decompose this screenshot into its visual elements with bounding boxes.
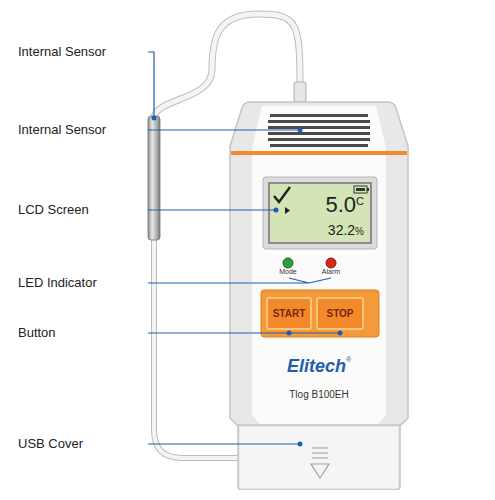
button-label: START — [273, 308, 306, 319]
leader-dots — [152, 116, 343, 447]
grip-line — [312, 452, 328, 453]
lcd-frame — [263, 177, 377, 249]
strain-relief — [294, 82, 306, 102]
grip-line — [312, 447, 328, 448]
usb-cover — [240, 427, 398, 488]
leader-dot — [298, 128, 303, 133]
cable-outline — [154, 238, 240, 458]
callout-label: Button — [18, 325, 56, 341]
leader-dot — [338, 331, 343, 336]
check-icon — [274, 187, 290, 202]
battery-tip — [367, 188, 369, 191]
humidity-unit: % — [355, 226, 364, 237]
model-name: Tlog B100EH — [289, 389, 348, 400]
brand-name: Elitech — [287, 356, 346, 376]
cover-grip — [312, 448, 328, 458]
leader-dot — [274, 208, 279, 213]
button-label: STOP — [326, 308, 353, 319]
open-arrow — [311, 464, 329, 478]
leader-line — [148, 278, 331, 283]
leader-dot — [152, 116, 157, 121]
led-label: Mode — [279, 267, 297, 276]
temperature-unit: C — [356, 195, 364, 207]
vent-slat — [268, 132, 370, 135]
vent-slat — [268, 138, 370, 141]
lcd-screen: 5.0C 32.2% — [268, 182, 372, 244]
grip-line — [312, 457, 328, 458]
temperature-reading: 5.0 — [325, 192, 356, 217]
cover-seam — [238, 424, 400, 426]
lcd-humidity-row: 32.2% — [328, 222, 364, 240]
arrow-icon — [285, 207, 290, 214]
callout-label: Internal Sensor — [18, 44, 106, 60]
leader-dot — [298, 442, 303, 447]
leader-line — [148, 209, 276, 210]
button-panel — [261, 290, 379, 337]
leader-line — [148, 443, 300, 444]
housing-outline — [228, 100, 410, 490]
logger-housing: Elitech® Tlog B100EH 5.0C 32.2% START STOP — [228, 100, 410, 490]
lcd-temp-row: 5.0C — [325, 194, 364, 218]
leader-dot — [287, 331, 292, 336]
callout-label: USB Cover — [18, 436, 83, 452]
stop-button: STOP — [316, 297, 364, 330]
mode-led — [283, 258, 293, 268]
callout-label: LED Indicator — [18, 275, 97, 291]
leader-line — [148, 332, 340, 333]
brand-row: Elitech® — [228, 356, 410, 377]
leader-lines — [148, 52, 340, 444]
battery-level — [356, 188, 365, 191]
leader-line — [148, 52, 154, 116]
led-label: Alarm — [322, 267, 340, 276]
leader-line — [148, 129, 300, 130]
orange-stripe — [231, 151, 407, 155]
alarm-led — [326, 258, 336, 268]
vent-slat — [268, 120, 370, 123]
vent-slat — [268, 126, 370, 129]
cable — [154, 238, 240, 458]
battery-case — [354, 186, 367, 193]
vent-slat — [270, 114, 368, 117]
humidity-reading: 32.2 — [328, 222, 355, 238]
callout-label: LCD Screen — [18, 202, 89, 218]
callout-label: Internal Sensor — [18, 122, 106, 138]
start-button: START — [266, 297, 312, 330]
battery-icon — [354, 186, 369, 193]
registered-mark: ® — [346, 356, 351, 363]
probe — [148, 116, 160, 240]
model-row: Tlog B100EH — [228, 384, 410, 402]
vent-slat — [270, 144, 368, 147]
housing-body — [230, 102, 408, 490]
